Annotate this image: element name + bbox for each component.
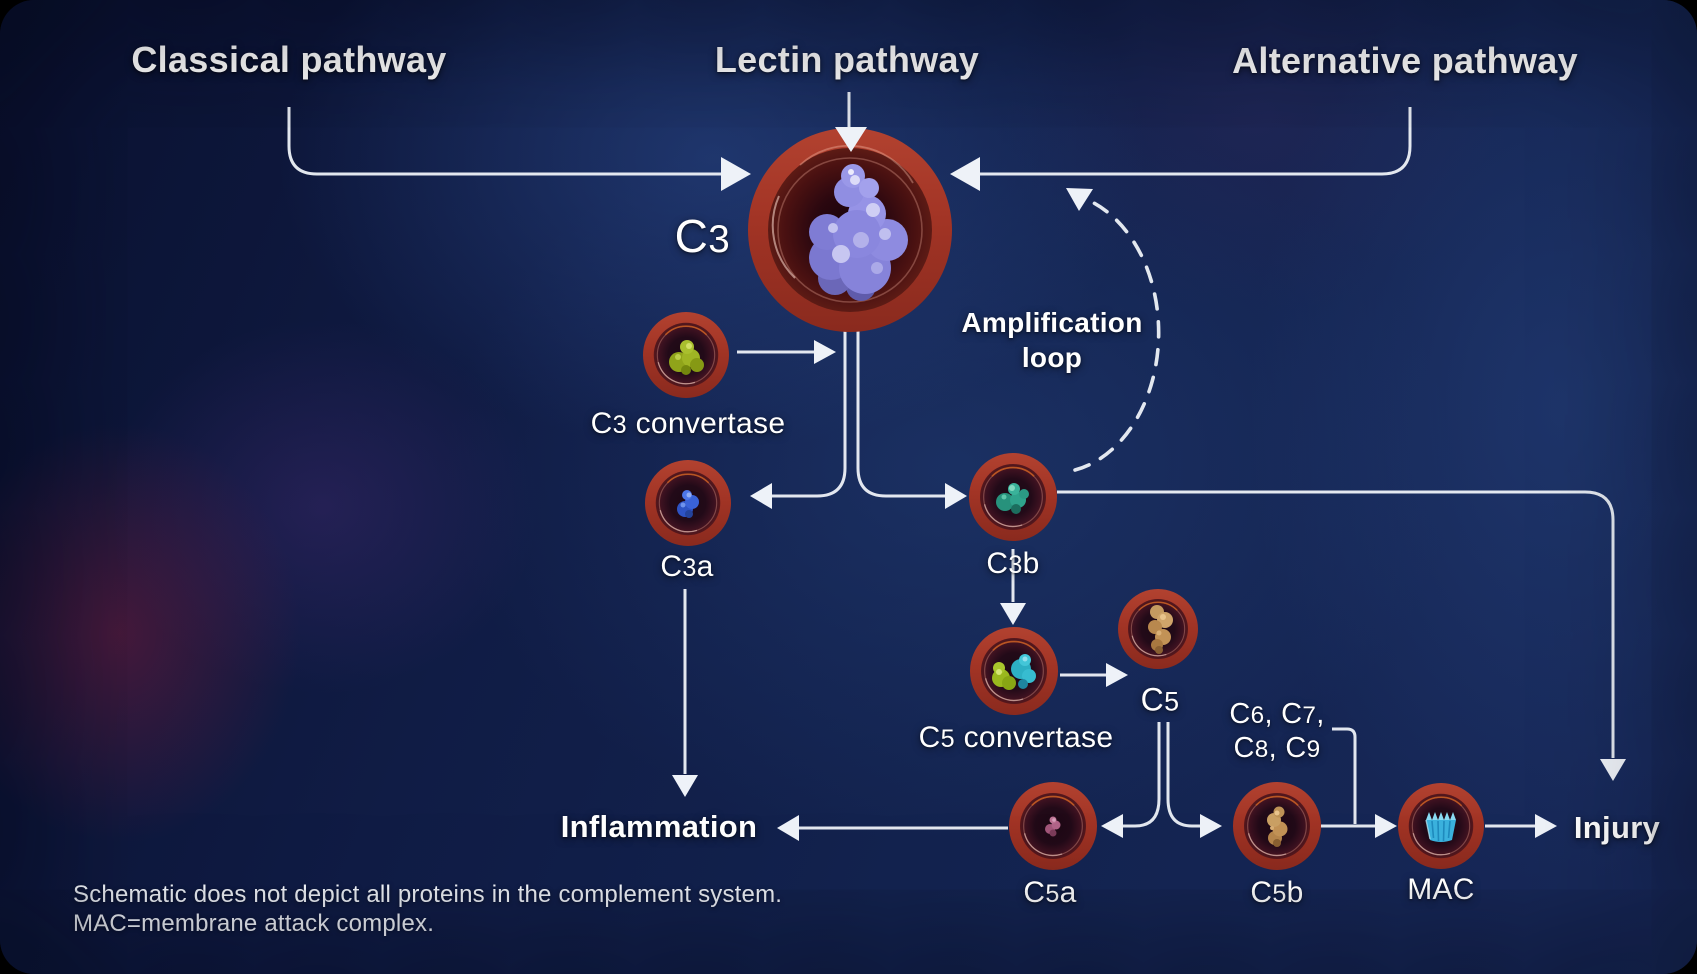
line-components-to-mac-arrow (1332, 727, 1357, 824)
footnote-line1: Schematic does not depict all proteins i… (73, 881, 783, 908)
protein-c3a (677, 490, 699, 518)
label-lectin-pathway: Lectin pathway (714, 39, 980, 80)
protein-c5a (1045, 816, 1061, 837)
arrowhead-to-c5a (1101, 814, 1123, 838)
amplification-line1: Amplification (961, 307, 1143, 338)
arrowhead-to-c5b (1200, 814, 1222, 838)
protein-c5b (1267, 806, 1288, 847)
arrowhead-into-c3-top (835, 127, 867, 152)
protein-c5-convertase (992, 654, 1036, 690)
arrow-classical-to-c3 (287, 107, 733, 176)
components-line1: C6, C7, (1229, 698, 1325, 730)
label-c3-convertase: C3 convertase (590, 407, 786, 440)
arrowhead-c3convertase (814, 340, 836, 364)
protein-c3 (809, 164, 908, 301)
protein-mac (1425, 812, 1456, 842)
cell-c5-convertase (969, 626, 1059, 716)
arrowhead-into-c3-right (950, 157, 980, 191)
protein-c3b (996, 483, 1029, 514)
arrowhead-to-c5 (1106, 663, 1128, 687)
cell-mac (1397, 782, 1485, 870)
line-c3-split-right (856, 330, 946, 498)
arrowhead-to-mac (1375, 814, 1397, 838)
arrowhead-to-c3a (750, 483, 772, 509)
label-classical-pathway: Classical pathway (131, 39, 447, 80)
arrowhead-mac-to-injury (1535, 814, 1557, 838)
components-line2: C8, C9 (1233, 732, 1321, 764)
label-c5: C5 (1140, 681, 1180, 718)
label-c3: C3 (674, 210, 730, 262)
protein-c5 (1148, 605, 1173, 654)
arrowhead-to-c3b (945, 483, 967, 509)
label-alternative-pathway: Alternative pathway (1232, 40, 1578, 81)
label-injury: Injury (1573, 810, 1661, 845)
footnote: Schematic does not depict all proteins i… (73, 880, 782, 938)
label-c3b: C3b (986, 547, 1040, 580)
cell-c5a (1008, 781, 1098, 871)
cell-c5b (1232, 781, 1322, 871)
label-mac: MAC (1407, 873, 1475, 906)
label-c6-c7-c8-c9: C6, C7, C8, C9 (1229, 698, 1324, 766)
label-c5-convertase: C5 convertase (918, 721, 1114, 754)
cell-c3b (968, 452, 1058, 542)
arrowhead-to-inflammation-from-c5a (777, 815, 799, 841)
line-c3b-to-injury (1057, 490, 1615, 758)
line-c5-split-right (1166, 722, 1200, 828)
amplification-loop-arc (1073, 196, 1161, 472)
cell-c3a (644, 459, 732, 547)
arrowhead-to-c5convertase (1000, 603, 1026, 625)
label-c5a: C5a (1023, 876, 1077, 909)
label-amplification-loop: Amplification loop (961, 305, 1142, 375)
label-c5b: C5b (1250, 876, 1304, 909)
cell-c5 (1117, 588, 1199, 670)
cell-c3 (748, 128, 952, 332)
arrowhead-to-injury-down (1600, 759, 1626, 781)
label-inflammation: Inflammation (560, 809, 758, 844)
arrowhead-to-inflammation-from-c3a (672, 775, 698, 797)
protein-c3-convertase (669, 340, 704, 375)
arrowhead-amplification-loop (1066, 188, 1093, 211)
label-c3a: C3a (660, 550, 714, 583)
line-c3-split-left (770, 330, 847, 498)
amplification-line2: loop (1021, 342, 1083, 373)
footnote-line2: MAC=membrane attack complex. (73, 910, 435, 937)
cell-c3-convertase (642, 311, 730, 399)
arrowhead-into-c3-left (721, 157, 751, 191)
arrow-alternative-to-c3 (970, 107, 1412, 176)
line-c5-split-left (1122, 722, 1161, 828)
